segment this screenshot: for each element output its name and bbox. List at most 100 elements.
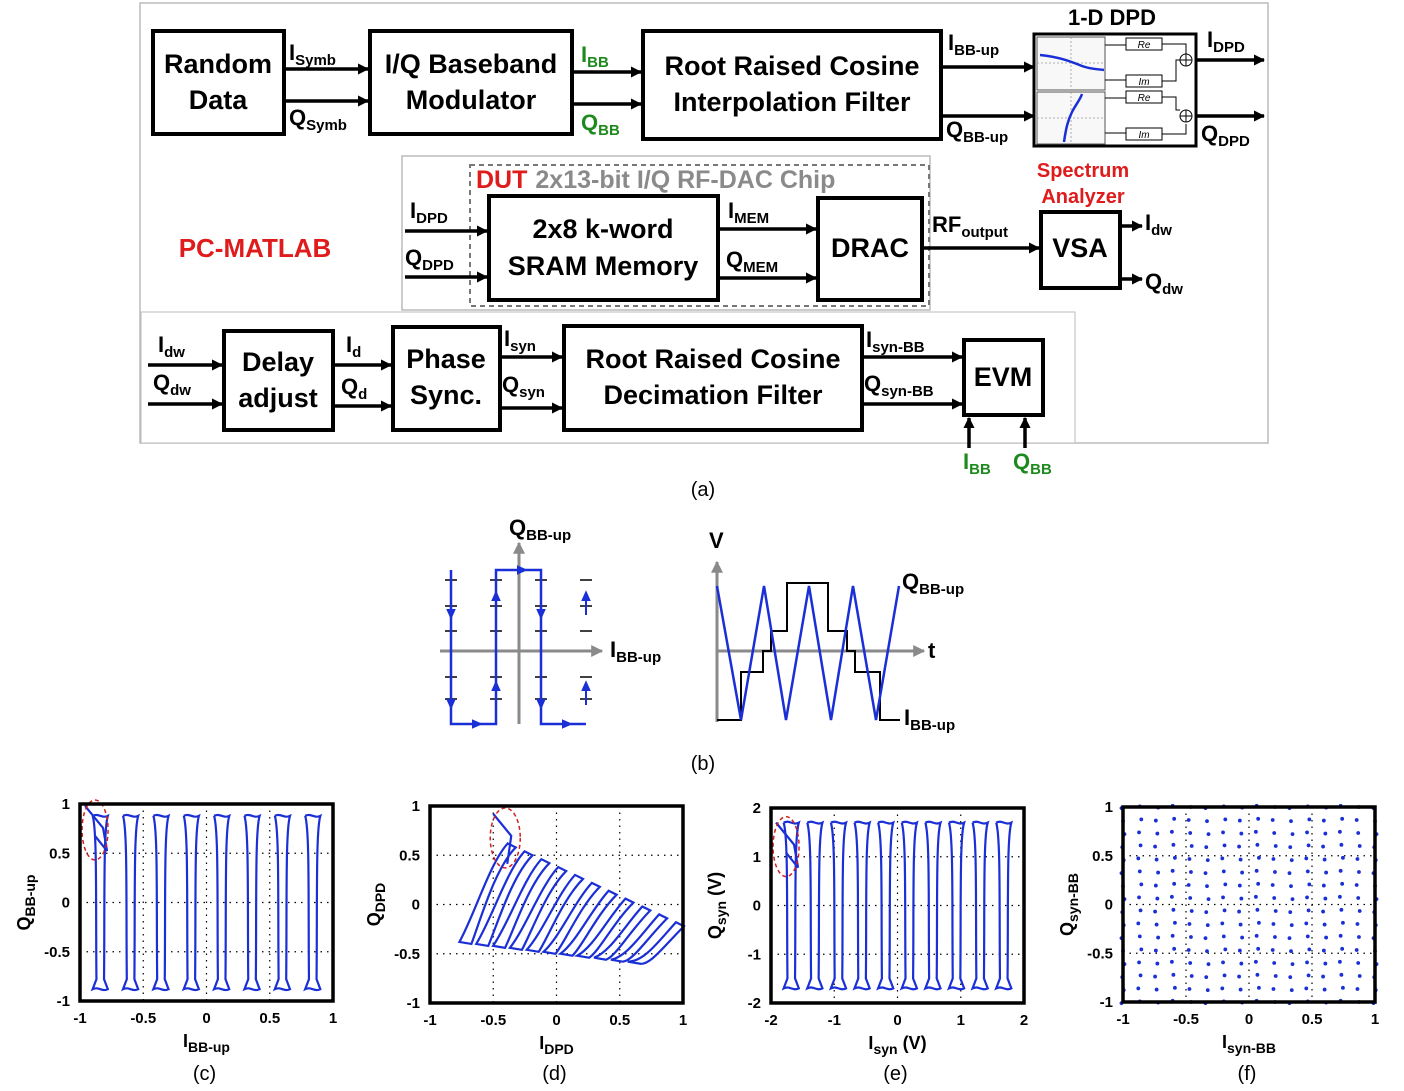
q-dpd-out-label: QDPD xyxy=(1201,121,1250,150)
i-dpd-out-label: IDPD xyxy=(1207,27,1245,56)
delay-adjust-block: Delay adjust xyxy=(222,329,335,432)
i-dw-in-label: Idw xyxy=(158,332,185,361)
dpd-block: 1-D DPD Re Im Re Im xyxy=(1032,5,1198,148)
i-bb-label: IBB xyxy=(581,42,609,71)
sram-label-1: 2x8 k-word xyxy=(532,214,673,244)
y-tick-label: -0.5 xyxy=(394,946,420,963)
x-tick-label: -1 xyxy=(423,1012,436,1029)
trace xyxy=(1119,803,1379,1006)
y-axis-label: Qsyn-BB xyxy=(1057,873,1081,936)
y-tick-label: -0.5 xyxy=(44,944,70,961)
b-t-label: t xyxy=(928,638,936,663)
rrc-dec-label-1: Root Raised Cosine xyxy=(585,344,840,374)
y-tick-label: 2 xyxy=(753,800,761,817)
i-dw-out-label: Idw xyxy=(1145,210,1172,239)
q-dpd-in-label: QDPD xyxy=(405,245,454,274)
dpd-im-1: Im xyxy=(1138,77,1149,88)
trace xyxy=(775,820,1014,991)
caption-b: (b) xyxy=(691,753,715,775)
delay-label-1: Delay xyxy=(242,347,314,377)
b-q-trace-label: QBB-up xyxy=(902,569,964,598)
y-tick-label: 1 xyxy=(62,796,70,813)
y-tick-label: -1 xyxy=(57,993,70,1010)
phase-sync-block: Phase Sync. xyxy=(391,325,502,432)
evm-block: EVM xyxy=(962,338,1045,417)
y-tick-label: -0.5 xyxy=(1087,945,1113,962)
pc-matlab-label: PC-MATLAB xyxy=(179,233,332,263)
i-syn-bb-label: Isyn-BB xyxy=(866,327,925,356)
y-tick-label: 0.5 xyxy=(1092,848,1113,865)
q-syn-bb-label: Qsyn-BB xyxy=(864,371,934,400)
trace xyxy=(84,805,323,992)
x-tick-label: -0.5 xyxy=(130,1010,156,1027)
y-axis-label: QBB-up xyxy=(14,874,38,930)
b-i-axis-label: IBB-up xyxy=(610,637,661,666)
caption: (d) xyxy=(542,1063,566,1085)
x-tick-label: 1 xyxy=(679,1012,687,1029)
random-data-block: Random Data xyxy=(151,29,286,136)
y-tick-label: 0.5 xyxy=(399,847,420,864)
sram-label-2: SRAM Memory xyxy=(508,251,699,281)
x-tick-label: 1 xyxy=(329,1010,337,1027)
panel-a-block-diagram: PC-MATLAB Random Data I/Q Baseband Modul… xyxy=(139,2,1269,501)
x-tick-label: 0 xyxy=(202,1010,210,1027)
x-tick-label: 2 xyxy=(1020,1012,1028,1029)
x-tick-label: -2 xyxy=(764,1012,777,1029)
panel-b-time-plot: V t QBB-up IBB-up xyxy=(709,528,964,734)
x-tick-label: -1 xyxy=(1116,1011,1129,1028)
dpd-re-1: Re xyxy=(1138,40,1151,51)
rrc-dec-label-2: Decimation Filter xyxy=(603,380,823,410)
panel-b: QBB-up IBB-up V t QBB-up IBB-up (b) xyxy=(440,515,964,775)
caption: (f) xyxy=(1238,1063,1257,1085)
x-axis-label: Isyn (V) xyxy=(868,1033,926,1057)
x-tick-label: 1 xyxy=(957,1012,965,1029)
x-axis-label: Isyn-BB xyxy=(1222,1032,1276,1056)
iq-mod-label-1: I/Q Baseband xyxy=(385,49,558,79)
y-tick-label: -1 xyxy=(407,995,420,1012)
q-bb-label: QBB xyxy=(581,110,620,139)
caption: (c) xyxy=(193,1063,216,1085)
x-tick-label: 0.5 xyxy=(259,1010,280,1027)
b-i-trace-label: IBB-up xyxy=(904,705,955,734)
dpd-re-2: Re xyxy=(1138,93,1151,104)
phase-label-2: Sync. xyxy=(410,380,482,410)
delay-label-2: adjust xyxy=(238,383,318,413)
x-tick-label: 0 xyxy=(552,1012,560,1029)
dpd-im-2: Im xyxy=(1138,130,1149,141)
y-axis-label: Qsyn (V) xyxy=(705,872,729,939)
y-tick-label: 1 xyxy=(753,849,761,866)
x-tick-label: -1 xyxy=(828,1012,841,1029)
q-bb-ref-label: QBB xyxy=(1013,449,1052,478)
y-tick-label: -1 xyxy=(748,946,761,963)
i-dpd-in-label: IDPD xyxy=(410,198,448,227)
i-mem-label: IMEM xyxy=(728,198,769,227)
iq-mod-label-2: Modulator xyxy=(406,85,537,115)
y-tick-label: -1 xyxy=(1100,994,1113,1011)
i-syn-label: Isyn xyxy=(504,326,536,355)
phase-label-1: Phase xyxy=(406,344,486,374)
b-q-axis-label: QBB-up xyxy=(509,515,571,544)
iq-modulator-block: I/Q Baseband Modulator xyxy=(368,29,574,136)
y-tick-label: 0 xyxy=(62,895,70,912)
y-tick-label: -2 xyxy=(748,995,761,1012)
rrc-interp-label-2: Interpolation Filter xyxy=(673,87,910,117)
x-tick-label: 0 xyxy=(893,1012,901,1029)
evm-label: EVM xyxy=(974,362,1033,392)
i-bb-ref-label: IBB xyxy=(963,449,991,478)
trace xyxy=(457,813,686,965)
x-tick-label: 0.5 xyxy=(609,1012,630,1029)
rf-output-label: RFoutput xyxy=(932,212,1008,241)
vsa-label: VSA xyxy=(1052,233,1108,263)
q-symb-label: QSymb xyxy=(289,105,347,134)
b-v-label: V xyxy=(709,528,724,553)
x-axis-label: IBB-up xyxy=(183,1031,230,1055)
caption: (e) xyxy=(883,1063,907,1085)
x-tick-label: -1 xyxy=(73,1010,86,1027)
vsa-block: VSA xyxy=(1039,210,1122,290)
